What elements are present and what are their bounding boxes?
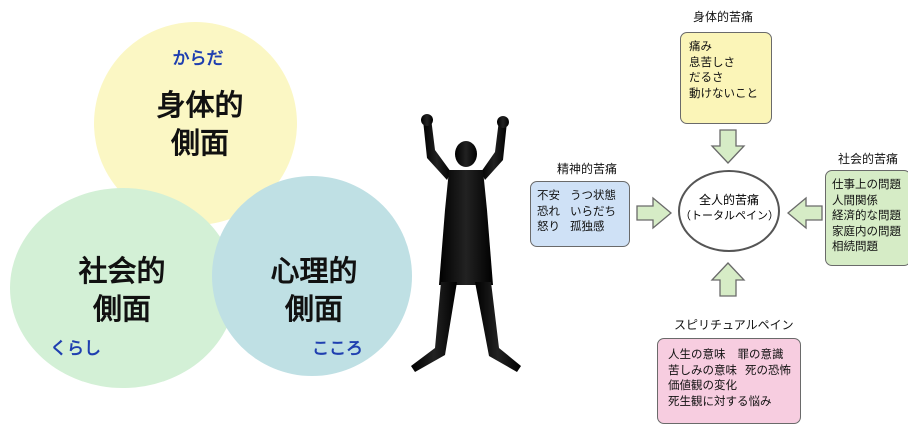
social-pain-box: 仕事上の問題 人間関係 経済的な問題 家庭内の問題 相続問題 bbox=[825, 170, 908, 266]
physical-label-line2: 側面 bbox=[170, 126, 229, 160]
mental-pain-row: 恐れ いらだち bbox=[537, 204, 623, 220]
social-pain-item: 家庭内の問題 bbox=[832, 223, 901, 238]
physical-reading: からだ bbox=[172, 49, 224, 69]
physical-label-line1: 身体的 bbox=[156, 88, 244, 122]
total-pain-sublabel: （トータルペイン） bbox=[680, 209, 779, 222]
total-pain-ellipse: 全人的苦痛 （トータルペイン） bbox=[678, 170, 780, 252]
arrow-left-icon bbox=[786, 196, 823, 230]
psychological-reading: こころ bbox=[312, 339, 363, 359]
mental-pain-item: 不安 bbox=[537, 188, 560, 202]
total-pain-label: 全人的苦痛 bbox=[698, 193, 759, 207]
social-label-line2: 側面 bbox=[92, 292, 151, 326]
social-aspect-circle bbox=[10, 188, 236, 388]
spiritual-pain-item: 死生観に対する悩み bbox=[668, 393, 772, 408]
psychological-aspect-label: 心理的 側面 bbox=[244, 252, 384, 328]
social-label-line1: 社会的 bbox=[78, 254, 166, 288]
spiritual-pain-item: 罪の意識 bbox=[737, 347, 784, 361]
spiritual-pain-item: 価値観の変化 bbox=[668, 378, 737, 392]
mental-pain-row: 怒り 孤独感 bbox=[537, 219, 623, 235]
social-pain-title: 社会的苦痛 bbox=[838, 152, 899, 166]
physical-pain-item: 動けないこと bbox=[689, 85, 758, 100]
psychological-aspect-circle bbox=[212, 176, 412, 376]
physical-pain-box: 痛み 息苦しさ だるさ 動けないこと bbox=[680, 32, 772, 124]
mental-pain-row: 不安 うつ状態 bbox=[537, 188, 623, 204]
social-pain-item: 仕事上の問題 bbox=[832, 177, 901, 191]
spiritual-pain-item: 死の恐怖 bbox=[745, 362, 791, 377]
physical-pain-item: 痛み bbox=[689, 39, 712, 53]
arrow-up-icon bbox=[710, 262, 746, 297]
mental-pain-item: うつ状態 bbox=[570, 188, 616, 202]
person-silhouette-icon bbox=[411, 114, 521, 372]
spiritual-pain-row: 苦しみの意味 死の恐怖 bbox=[668, 362, 791, 379]
physical-aspect-label: 身体的 側面 bbox=[130, 86, 270, 162]
spiritual-pain-item: 人生の意味 bbox=[668, 347, 726, 361]
psychological-label-line2: 側面 bbox=[284, 292, 343, 326]
mental-pain-item: 孤独感 bbox=[570, 219, 605, 233]
physical-pain-title: 身体的苦痛 bbox=[693, 10, 754, 24]
mental-pain-title: 精神的苦痛 bbox=[557, 162, 618, 176]
spiritual-pain-title: スピリチュアルペイン bbox=[674, 318, 794, 332]
arrow-down-icon bbox=[710, 129, 746, 164]
mental-pain-item: いらだち bbox=[570, 203, 616, 218]
mental-pain-item: 怒り bbox=[537, 219, 560, 233]
social-pain-item: 人間関係 bbox=[832, 192, 878, 207]
physical-pain-item: だるさ bbox=[689, 70, 724, 84]
social-reading: くらし bbox=[50, 339, 101, 359]
spiritual-pain-box: 人生の意味 罪の意識 苦しみの意味 死の恐怖 価値観の変化 死生観に対する悩み bbox=[657, 338, 801, 424]
arrow-right-icon bbox=[636, 196, 673, 230]
mental-pain-item: 恐れ bbox=[537, 203, 560, 218]
social-aspect-label: 社会的 側面 bbox=[52, 252, 192, 328]
mental-pain-box: 不安 うつ状態 恐れ いらだち 怒り 孤独感 bbox=[530, 181, 630, 247]
physical-pain-item: 息苦しさ bbox=[689, 54, 735, 69]
social-pain-item: 相続問題 bbox=[832, 239, 878, 253]
social-pain-item: 経済的な問題 bbox=[832, 208, 901, 222]
spiritual-pain-item: 苦しみの意味 bbox=[668, 362, 737, 377]
spiritual-pain-row: 人生の意味 罪の意識 bbox=[668, 347, 790, 363]
psychological-label-line1: 心理的 bbox=[270, 254, 358, 288]
